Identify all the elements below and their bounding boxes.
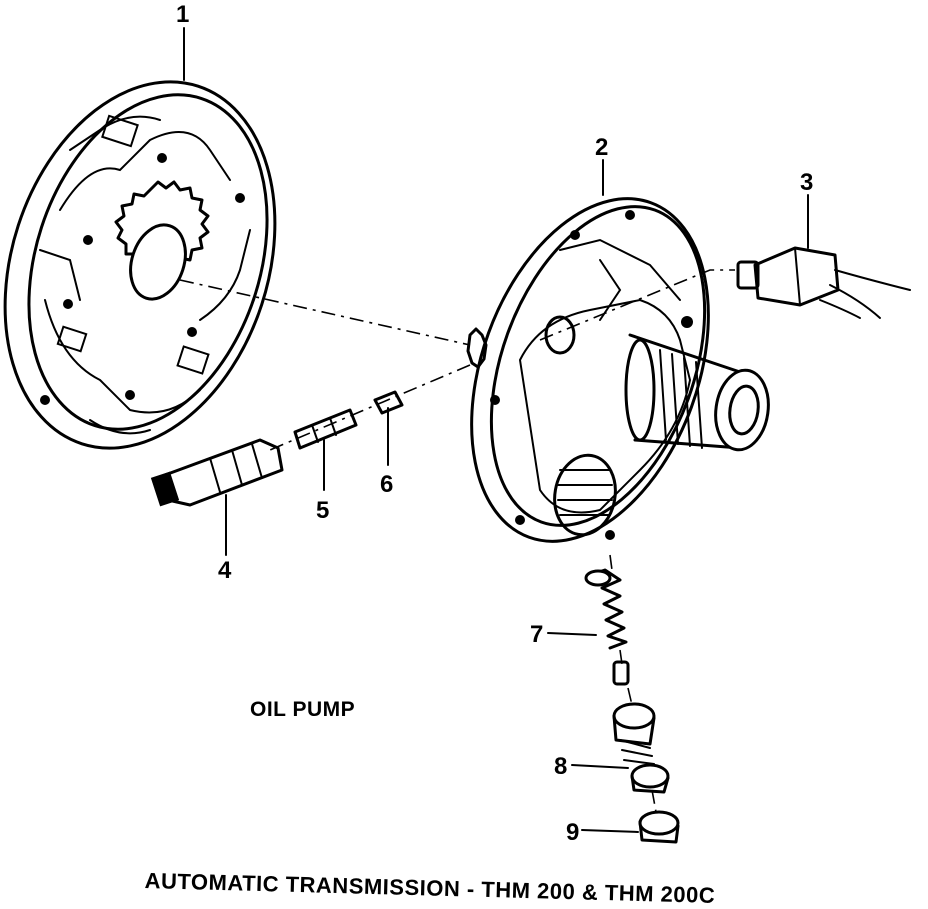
callout-3: 3 <box>800 169 813 196</box>
callout-4: 4 <box>218 557 232 584</box>
part-1-pump-cover <box>3 80 277 450</box>
part-3-solenoid <box>736 246 911 319</box>
callout-1: 1 <box>176 1 189 28</box>
callout-7: 7 <box>530 621 543 648</box>
part-2-pump-body <box>466 197 770 543</box>
part-4-valve <box>150 438 284 507</box>
diagram-subtitle: OIL PUMP <box>250 698 356 721</box>
callout-numbers: 1 2 3 4 5 6 7 8 9 <box>176 1 813 846</box>
callout-leaders <box>183 27 809 833</box>
callout-6: 6 <box>380 471 393 498</box>
part-5-spool <box>293 408 358 450</box>
part-6-plug <box>373 390 404 415</box>
pump-hub-shaft <box>624 333 770 452</box>
callout-9: 9 <box>566 819 579 846</box>
assembly-axis-lines <box>179 269 735 813</box>
part-7-spring <box>584 568 630 686</box>
callout-2: 2 <box>595 134 608 161</box>
callout-8: 8 <box>554 753 567 780</box>
callout-5: 5 <box>316 497 329 524</box>
part-9-cap <box>638 810 680 844</box>
part-8-valve-spring <box>612 702 670 794</box>
drive-gear-teeth <box>466 327 488 369</box>
